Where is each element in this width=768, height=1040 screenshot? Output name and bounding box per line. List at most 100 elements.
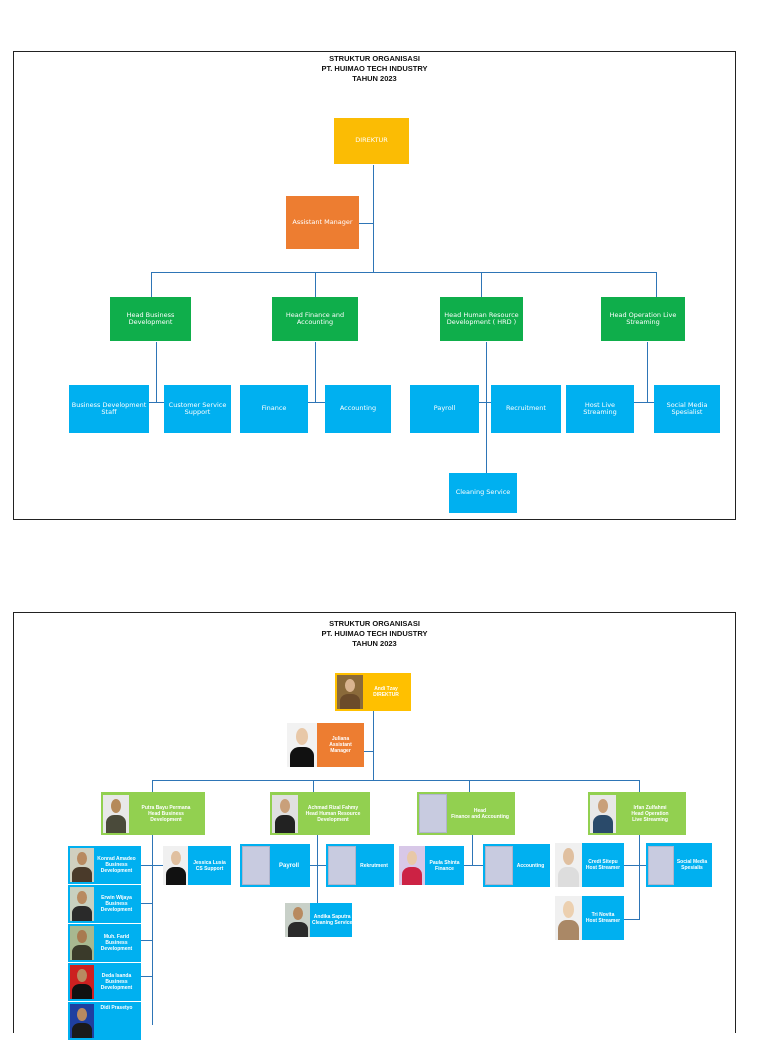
role: Head Human Resource xyxy=(305,810,361,817)
connector xyxy=(317,835,318,923)
assistant-photo xyxy=(287,723,317,767)
accounting-card: Accounting xyxy=(483,844,550,887)
rekrutmen-text: Rekrutment xyxy=(356,863,392,869)
role: Business xyxy=(105,901,128,907)
connector xyxy=(464,865,483,866)
staff-label: Customer Service Support xyxy=(168,400,227,416)
connector xyxy=(472,835,473,865)
staff-label: Finance xyxy=(261,404,287,413)
connector xyxy=(639,780,640,792)
name: Putra Bayu Permana xyxy=(141,804,191,811)
host1-photo xyxy=(555,843,582,887)
connector xyxy=(479,402,491,403)
role: Head Operation xyxy=(631,810,669,817)
role: Host Streamer xyxy=(585,918,621,924)
role: Business xyxy=(105,940,128,946)
role: Rekrutment xyxy=(360,862,388,869)
head-hrd-photo xyxy=(272,794,298,833)
host2-photo xyxy=(555,896,582,940)
finance-box: Finance xyxy=(240,385,308,433)
connector xyxy=(152,780,153,792)
connector xyxy=(639,835,640,920)
connector xyxy=(373,710,374,780)
role: Business xyxy=(105,979,128,985)
chart-1-title: STRUKTUR ORGANISASI PT. HUIMAO TECH INDU… xyxy=(14,54,735,84)
connector xyxy=(149,402,164,403)
director-photo xyxy=(337,675,363,709)
name: Tri Novita xyxy=(591,912,615,918)
role: Host Streamer xyxy=(585,865,621,871)
name: Erwin Wijaya xyxy=(101,895,132,901)
connector xyxy=(315,342,316,402)
head-label: Head Business Development xyxy=(126,310,175,326)
chart-2-title: STRUKTUR ORGANISASI PT. HUIMAO TECH INDU… xyxy=(14,619,735,649)
role: Finance and Accounting xyxy=(451,813,509,820)
role: Development xyxy=(317,816,349,823)
connector xyxy=(469,780,470,792)
connector xyxy=(141,865,163,866)
assistant-manager-label: Assistant Manager xyxy=(292,217,353,226)
bd-staff-photo xyxy=(70,1004,94,1038)
name: Credi Sitepu xyxy=(588,859,618,865)
connector xyxy=(481,272,482,297)
name: Andika Saputra xyxy=(313,914,351,920)
role: Payroll xyxy=(278,862,299,869)
name: Andi Tzay xyxy=(374,686,398,692)
rekrutmen-card: Rekrutment xyxy=(326,844,394,887)
name: Konrad Amadeo xyxy=(97,856,136,862)
social-media-box: Social Media Spesialist xyxy=(654,385,720,433)
role: DIREKTUR xyxy=(373,692,399,698)
payroll-photo-placeholder xyxy=(242,846,270,885)
connector xyxy=(656,272,657,297)
staff-label: Host Live Streaming xyxy=(583,400,617,416)
title-line-1: STRUKTUR ORGANISASI xyxy=(329,54,420,63)
bd-staff-box: Business Development Staff xyxy=(69,385,149,433)
bd-staff-text: Didi Prasetyo xyxy=(94,1004,139,1011)
director-box: DIREKTUR xyxy=(334,118,409,164)
head-label: Head Finance and Accounting xyxy=(285,310,345,326)
role: Head Business xyxy=(148,810,184,817)
connector xyxy=(151,272,656,273)
role: Development xyxy=(100,946,133,952)
connector xyxy=(486,342,487,473)
finance-photo xyxy=(399,846,425,885)
role: Cleaning Service xyxy=(312,920,353,926)
role: Development xyxy=(150,816,182,823)
staff-label: Recruitment xyxy=(506,404,546,413)
host-live-streaming-box: Host Live Streaming xyxy=(566,385,634,433)
rekrutmen-photo-placeholder xyxy=(328,846,356,885)
head-label: Head Human Resource Development ( HRD ) xyxy=(444,310,519,326)
accounting-text: Accounting xyxy=(513,863,548,869)
connector xyxy=(308,402,325,403)
head-finance-box: Head Finance and Accounting xyxy=(272,297,358,341)
name: Achmad Rizal Fahmy xyxy=(307,804,359,811)
connector xyxy=(310,865,326,866)
title-line-2: PT. HUIMAO TECH INDUSTRY xyxy=(321,64,428,73)
title-line-2: PT. HUIMAO TECH INDUSTRY xyxy=(321,629,428,638)
cleaning-photo xyxy=(285,903,310,937)
connector xyxy=(634,402,654,403)
name: Irfan Zulfahmi xyxy=(633,804,667,811)
recruitment-box: Recruitment xyxy=(491,385,561,433)
org-chart-1: STRUKTUR ORGANISASI PT. HUIMAO TECH INDU… xyxy=(13,51,736,520)
head-label: Head Operation Live Streaming xyxy=(609,310,677,326)
role: CS Support xyxy=(195,865,224,872)
payroll-box: Payroll xyxy=(410,385,479,433)
connector xyxy=(313,780,314,792)
